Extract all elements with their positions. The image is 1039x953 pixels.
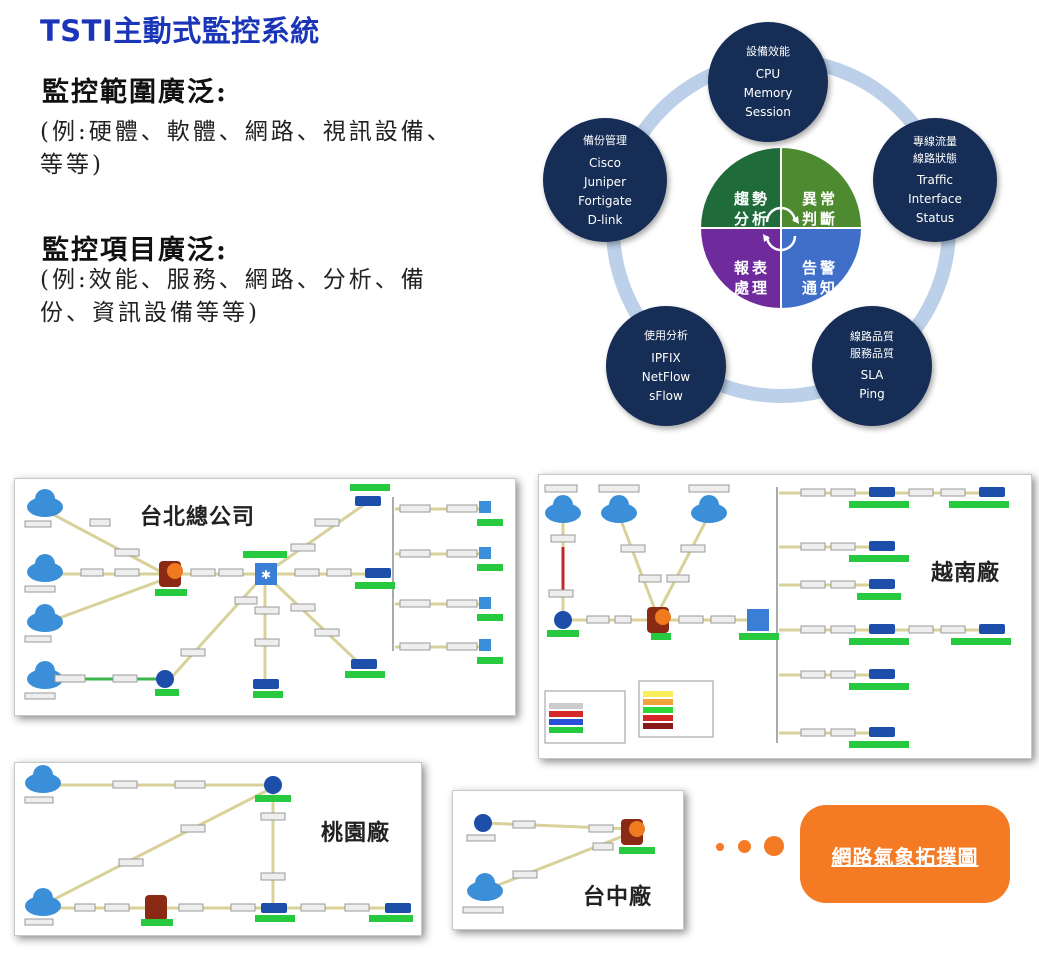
cloud-icon xyxy=(25,765,61,916)
router-icon xyxy=(264,776,282,794)
cycle-arrow-icon xyxy=(765,206,797,223)
cloud-icon xyxy=(545,495,727,523)
quadrant-anomaly xyxy=(781,148,861,228)
scope-heading: 監控範圍廣泛: xyxy=(42,77,228,108)
panel-taipei-label: 台北總公司 xyxy=(140,505,256,530)
core-switch-icon xyxy=(255,563,277,585)
node-line-traffic: 專線流量 線路狀態 Traffic Interface Status xyxy=(873,118,997,242)
switch-icon xyxy=(261,903,411,913)
items-text-line2: 份、資訊設備等等) xyxy=(40,300,260,326)
quadrant-trend-label: 趨勢分析 xyxy=(733,190,770,228)
switch-icon xyxy=(253,496,391,689)
scope-text-line1: (例:硬體、軟體、網路、視訊設備、 xyxy=(40,119,453,145)
page-title: TSTI主動式監控系統 xyxy=(40,14,320,48)
panel-taichung-topology[interactable]: 台中廠 xyxy=(452,790,684,930)
callout-dot xyxy=(764,836,784,856)
node-backup-management: 備份管理 Cisco Juniper Fortigate D-link xyxy=(543,118,667,242)
cloud-icon xyxy=(467,873,503,901)
node-device-performance: 設備效能 CPU Memory Session xyxy=(708,22,828,142)
panel-vietnam-label: 越南廠 xyxy=(931,561,1001,586)
router-icon xyxy=(554,611,572,629)
node-line-quality: 線路品質 服務品質 SLA Ping xyxy=(812,306,932,426)
panel-taichung-label: 台中廠 xyxy=(583,885,653,910)
node-usage-analysis: 使用分析 IPFIX NetFlow sFlow xyxy=(606,306,726,426)
scope-text-line2: 等等) xyxy=(40,152,104,178)
topology-callout: 網路氣象拓撲圖 xyxy=(800,805,1010,903)
host-status-legend xyxy=(544,690,626,744)
quadrant-report-label: 報表處理 xyxy=(733,259,770,297)
callout-dot xyxy=(716,843,724,851)
quadrant-alert-label: 告警通知 xyxy=(801,259,838,297)
svg-text:✱: ✱ xyxy=(261,568,271,582)
firewall-icon xyxy=(145,895,167,921)
panel-vietnam-topology[interactable]: 越南廠 xyxy=(538,474,1032,759)
callout-label: 網路氣象拓撲圖 xyxy=(831,845,979,869)
quadrant-anomaly-label: 異常判斷 xyxy=(801,190,838,228)
core-switch-icon xyxy=(747,609,769,631)
router-icon xyxy=(474,814,492,832)
quadrant-trend xyxy=(701,148,781,228)
switch-icon xyxy=(869,487,1005,737)
panel-taoyuan-label: 桃園廠 xyxy=(321,821,391,846)
panel-taipei-topology[interactable]: ✱ xyxy=(14,478,516,716)
router-icon xyxy=(156,670,174,688)
traffic-load-legend xyxy=(638,680,714,738)
items-heading: 監控項目廣泛: xyxy=(42,235,228,266)
callout-dot xyxy=(738,840,751,853)
quadrant-report xyxy=(701,228,781,308)
items-text-line1: (例:效能、服務、網路、分析、備 xyxy=(40,267,427,293)
panel-taoyuan-topology[interactable]: 桃園廠 xyxy=(14,762,422,936)
quadrant-alert xyxy=(781,228,861,308)
cloud-icon xyxy=(27,489,63,689)
